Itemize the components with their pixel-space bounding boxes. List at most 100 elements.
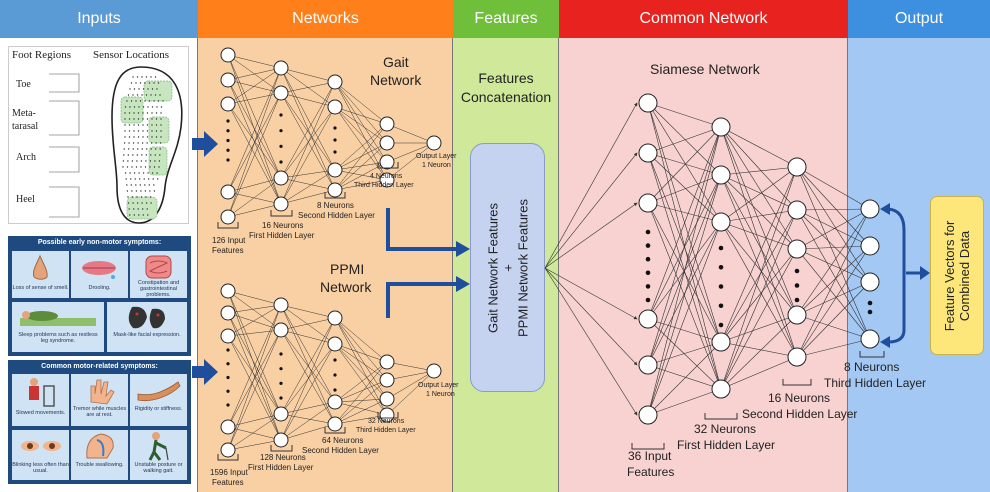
siamese-layer1-ellipsis-dot (718, 303, 724, 309)
siamese-layer3-neuron (860, 329, 880, 349)
region-meta: Meta- (12, 108, 36, 119)
inputs-header: Inputs (0, 0, 198, 38)
region-arch: Arch (16, 152, 36, 163)
ppmi-h3-bracket (377, 412, 399, 419)
ppmi-input-label-1: 1596 Input (210, 468, 248, 477)
features-to-siamese-edge (544, 202, 638, 269)
siamese-input-bracket (631, 443, 665, 450)
siamese-h2-bracket (782, 379, 812, 386)
siamese-layer0-neuron (638, 309, 658, 329)
gait-layer0-ellipsis-dot (226, 129, 230, 133)
siamese-network-title: Siamese Network (650, 61, 760, 77)
gait-layer2-ellipsis-dot (333, 150, 337, 154)
motor-tile-rigidity: Rigidity or stiffness. (130, 374, 187, 426)
gait-layer1-ellipsis-dot (279, 129, 283, 133)
ppmi-h1-bracket (270, 445, 293, 452)
features-header: Features (453, 0, 559, 38)
motor-label-blinking: Blinking less often than usual. (12, 462, 69, 474)
ppmi-input-bracket (217, 454, 239, 461)
nonmotor-label-drooling: Drooling. (88, 285, 111, 291)
siamese-h3-label-2: Third Hidden Layer (824, 376, 927, 390)
ppmi-layer0-neuron (220, 419, 236, 435)
gait-layer1-ellipsis-dot (279, 113, 283, 117)
ppmi-layer2-ellipsis-dot (333, 388, 337, 392)
nonmotor-tile-constipation: Constipation and gastrointestinal proble… (130, 251, 187, 298)
nonmotor-tile-mask: Mask-like facial expression. (107, 302, 187, 352)
ppmi-layer3-neuron (379, 391, 395, 407)
gait-layer4-neuron (426, 135, 442, 151)
features-title-1: Features (478, 70, 534, 86)
ppmi-h2-label-2: Second Hidden Layer (302, 446, 379, 455)
common-network-header: Common Network (559, 0, 848, 38)
siamese-layer1-neuron (711, 117, 731, 137)
output-brace-bottom-arrowhead (880, 336, 890, 348)
gait-layer2-neuron (327, 74, 343, 90)
siamese-h1-label-1: 32 Neurons (694, 422, 757, 436)
features-to-siamese-edge (544, 152, 638, 269)
gait-layer2-ellipsis-dot (333, 138, 337, 142)
gait-layer2-ellipsis-dot (333, 126, 337, 130)
ppmi-layer2-neuron (327, 416, 343, 432)
siamese-layer0-ellipsis-dot (645, 229, 651, 235)
features-to-siamese-edge (544, 267, 638, 366)
lips-icon (82, 261, 116, 279)
siamese-h2-label-2: Second Hidden Layer (742, 407, 858, 421)
nonmotor-label-mask: Mask-like facial expression. (113, 332, 181, 338)
gait-h3-label-1: 4 Neurons (370, 173, 403, 180)
nonmotor-title: Possible early non-motor symptoms: (37, 239, 162, 246)
siamese-layer2-ellipsis-dot (794, 283, 800, 288)
nose-icon (33, 254, 48, 280)
siamese-h1-bracket (704, 413, 738, 420)
gait-layer1-neuron (273, 60, 289, 76)
siamese-layer3-ellipsis-dot (867, 309, 873, 315)
siamese-layer0-neuron (638, 143, 658, 163)
ppmi-network-title-2: Network (320, 279, 372, 295)
ppmi-layer1-neuron (273, 406, 289, 422)
siamese-layer2-ellipsis-dot (794, 297, 800, 303)
ppmi-layer0-ellipsis-dot (226, 403, 230, 407)
ppmi-h1-label-1: 128 Neurons (260, 453, 306, 462)
motor-tile-blinking: Blinking less often than usual. (12, 430, 69, 480)
ppmi-layer1-neuron (273, 322, 289, 338)
siamese-layer1-ellipsis-dot (718, 322, 724, 328)
ppmi-layer0-ellipsis-dot (226, 389, 230, 393)
ppmi-layer1-neuron (273, 297, 289, 313)
siamese-layer3-neuron (860, 199, 880, 219)
ppmi-layer0-ellipsis-dot (226, 348, 230, 352)
ppmi-layer0-ellipsis-dot (226, 362, 230, 366)
siamese-layer1-ellipsis-dot (718, 284, 724, 289)
siamese-layer0-ellipsis-dot (645, 270, 651, 276)
ppmi-layer0-neuron (220, 305, 236, 321)
siamese-layer2-neuron (787, 157, 807, 177)
features-to-siamese-edge (544, 267, 638, 416)
nonmotor-symptoms-panel: Possible early non-motor symptoms: Loss … (8, 236, 191, 356)
nonmotor-label-sleep: Sleep problems such as restless leg synd… (18, 332, 98, 344)
siamese-layer1-neuron (711, 379, 731, 399)
siamese-layer0-neuron (638, 355, 658, 375)
gait-layer0-neuron (220, 72, 236, 88)
siamese-h2-label-1: 16 Neurons (768, 391, 831, 405)
networks-column (198, 0, 453, 492)
siamese-layer0-neuron (638, 93, 658, 113)
feature-vectors-box: Feature Vectors for Combined Data (930, 196, 984, 355)
nonmotor-tile-drooling: Drooling. (71, 251, 128, 298)
gait-layer3-neuron (379, 154, 395, 170)
motor-label-slowed: Slowed movements. (15, 410, 66, 416)
features-concat-text: Gait Network Features + PPMI Network Fea… (485, 148, 530, 388)
eyes-icon (21, 441, 61, 451)
nonmotor-tile-smell: Loss of sense of smell. (12, 251, 69, 298)
gait-layer0-ellipsis-dot (226, 158, 230, 162)
gait-input-label-1: 126 Input (212, 236, 246, 245)
ppmi-layer4-neuron (426, 363, 442, 379)
ppmi-layer1-neuron (273, 432, 289, 448)
output-double-arrow-head (920, 266, 930, 280)
gait-out-label-2: 1 Neuron (422, 162, 451, 169)
ppmi-layer1-ellipsis-dot (279, 367, 283, 371)
siamese-layer1-neuron (711, 332, 731, 352)
walker-icon (29, 378, 55, 407)
gait-layer1-ellipsis-dot (279, 144, 283, 148)
ppmi-network-title-1: PPMI (330, 261, 365, 277)
ppmi-h1-label-2: First Hidden Layer (248, 463, 314, 472)
gait-out-label-1: Output Layer (416, 153, 457, 160)
nonmotor-label-constipation: Constipation and gastrointestinal proble… (137, 280, 180, 298)
